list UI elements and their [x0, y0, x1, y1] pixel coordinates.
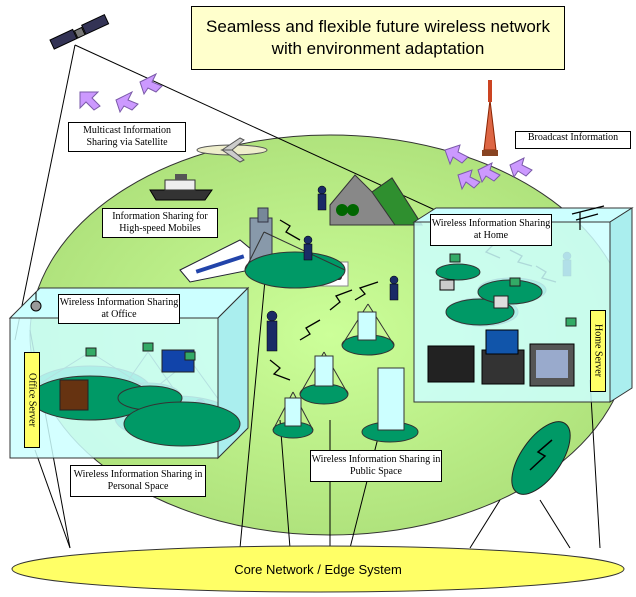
core-network-ellipse — [11, 545, 625, 593]
trees-icon — [336, 204, 359, 216]
satellite-arrows — [79, 72, 163, 114]
label-broadcast: Broadcast Information — [515, 131, 631, 149]
broadcast-tower-icon — [482, 80, 498, 156]
label-home: Wireless Information Sharing at Home — [430, 214, 552, 246]
home-server: Home Server — [590, 310, 606, 392]
core-network-label: Core Network / Edge System — [234, 561, 402, 577]
label-high-speed: Information Sharing for High-speed Mobil… — [102, 208, 218, 238]
diagram-title: Seamless and flexible future wireless ne… — [191, 6, 565, 70]
public-kiosks — [284, 311, 405, 431]
office-equipment — [59, 342, 196, 411]
train-icon — [179, 239, 253, 283]
label-office: Wireless Information Sharing at Office — [58, 294, 180, 324]
office-antenna-icon — [30, 292, 42, 312]
ship-icon — [149, 174, 213, 201]
label-personal: Wireless Information Sharing in Personal… — [70, 465, 206, 497]
relay-node — [511, 421, 571, 495]
broadcast-arrows — [444, 144, 533, 191]
airplane-icon — [196, 137, 268, 163]
label-multicast: Multicast Information Sharing via Satell… — [68, 122, 186, 152]
indoor-coverage — [29, 263, 543, 447]
tv-antenna-icon — [571, 205, 605, 230]
home-equipment — [427, 253, 577, 387]
label-public: Wireless Information Sharing in Public S… — [310, 450, 442, 482]
satellite-icon — [49, 13, 110, 50]
office-server: Office Server — [24, 352, 40, 448]
